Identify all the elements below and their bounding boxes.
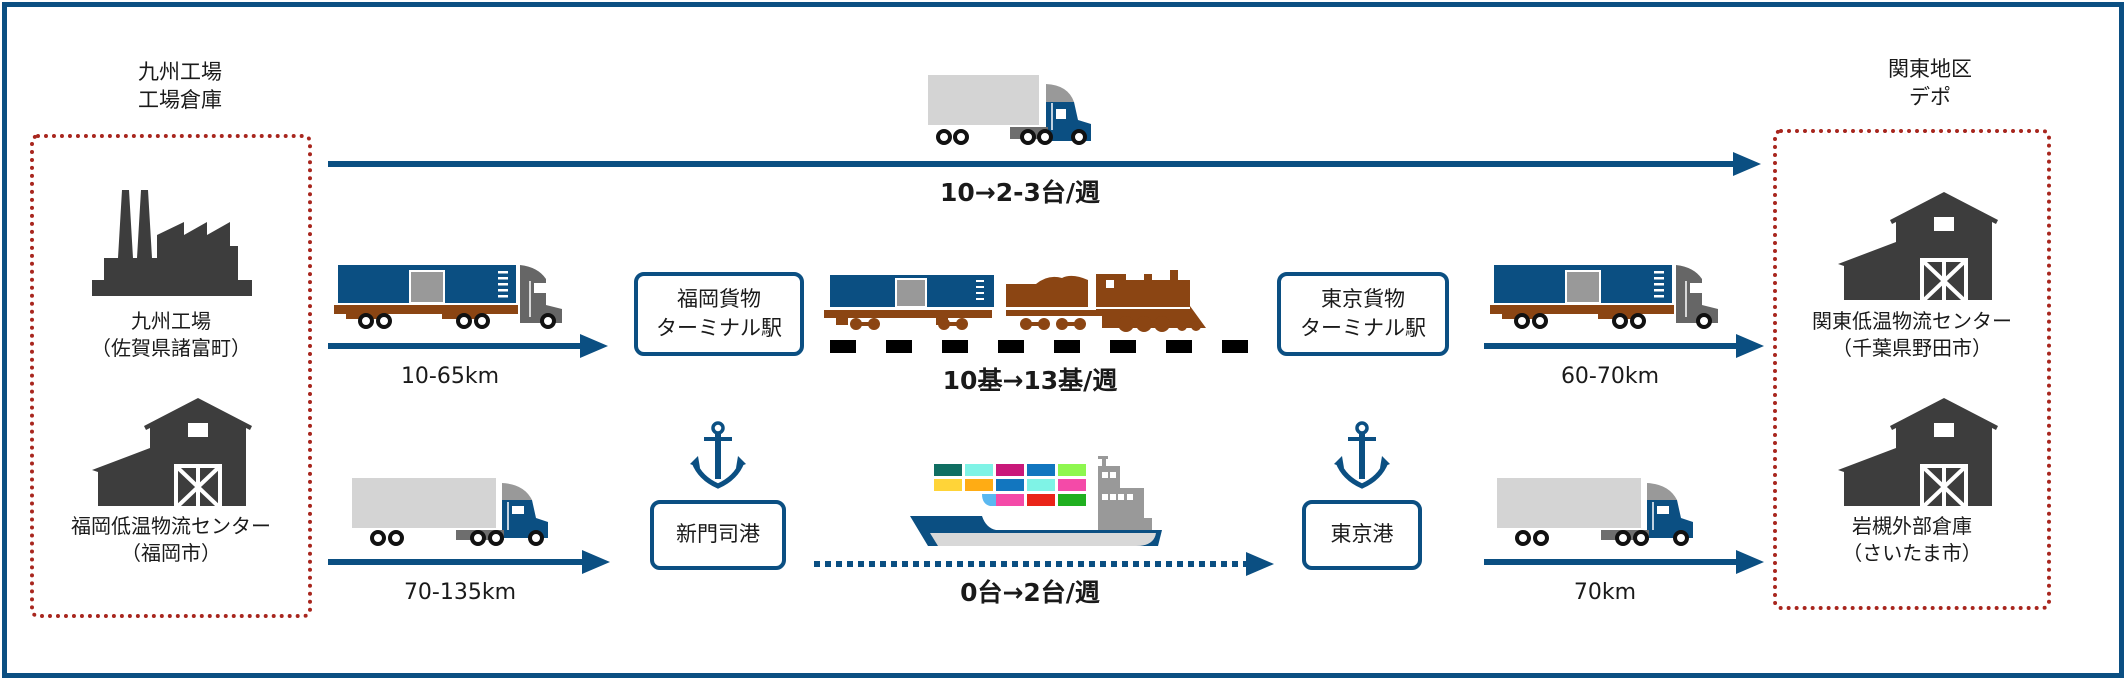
route-rail-rate: 10基→13基/週 [942,366,1118,395]
ship-containers [934,464,1086,506]
warehouse-icon [1838,192,1998,302]
ship-container [996,464,1024,476]
route-truck-direct-arrow [328,152,1761,176]
fukuoka-freight-terminal: 福岡貨物 ターミナル駅 [634,272,804,356]
truck-icon [928,75,1091,145]
origin-site-1-label: 九州工場 （佐賀県諸富町） [40,308,302,362]
ship-container [1058,479,1086,491]
route-rail-last-leg-arrow [1484,334,1764,358]
site-name: 福岡低温物流センター [71,514,271,538]
ship-container [934,479,962,491]
origin-group-title: 九州工場 工場倉庫 [90,58,270,115]
ship-container [965,464,993,476]
factory-icon [92,190,252,296]
ship-container [1058,464,1086,476]
ship-container [934,464,962,476]
origin-group-box [30,134,312,618]
anchor-icon [690,421,746,489]
terminal-name-line2: ターミナル駅 [1300,316,1426,340]
ship-container [1027,494,1055,506]
shinmoji-port: 新門司港 [650,500,786,570]
route-sea-last-leg-arrow [1484,550,1764,574]
site-location: （福岡市） [121,541,221,565]
tokyo-port: 東京港 [1302,500,1422,570]
site-location: （千葉県野田市） [1832,336,1992,360]
destination-title-line1: 関東地区 [1888,57,1972,81]
destination-site-2-label: 岩槻外部倉庫 （さいたま市） [1780,513,2044,567]
route-sea-first-leg-arrow [328,550,610,574]
terminal-name-line1: 福岡貨物 [677,286,761,311]
truck-icon [352,478,548,546]
route-sea-dotted-arrow [814,552,1274,576]
tokyo-freight-terminal: 東京貨物 ターミナル駅 [1277,272,1449,356]
route-truck-direct-rate: 10→2-3台/週 [939,178,1101,207]
ship-container [996,479,1024,491]
anchor-icon [1334,421,1390,489]
terminal-name-line1: 東京貨物 [1321,286,1405,311]
destination-group-title: 関東地区 デポ [1855,55,2005,112]
ship-container [1058,494,1086,506]
port-name: 東京港 [1330,522,1394,547]
terminal-name-line2: ターミナル駅 [656,316,782,340]
route-rail-first-leg-distance: 10-65km [400,364,500,389]
port-name: 新門司港 [676,522,760,547]
ship-container [965,479,993,491]
destination-title-line2: デポ [1909,85,1951,110]
truck-icon [1497,478,1693,546]
warehouse-icon [1838,398,1998,508]
route-rail-last-leg-distance: 60-70km [1560,364,1660,389]
container-truck-icon [334,265,562,329]
freight-train-icon [824,270,1248,353]
ship-window [982,494,996,506]
route-sea-rate: 0台→2台/週 [960,578,1100,607]
site-location: （さいたま市） [1842,541,1982,565]
route-sea-first-leg-distance: 70-135km [403,580,517,605]
site-name: 関東低温物流センター [1812,309,2012,333]
container-truck-icon [1490,265,1718,329]
site-name: 岩槻外部倉庫 [1852,514,1972,538]
ship-container [996,494,1024,506]
origin-title-line2: 工場倉庫 [138,88,222,113]
container-ship-icon [910,456,1162,546]
destination-site-1-label: 関東低温物流センター （千葉県野田市） [1780,308,2044,362]
origin-title-line1: 九州工場 [138,60,222,84]
ship-container [1027,464,1055,476]
origin-site-2-label: 福岡低温物流センター （福岡市） [40,513,302,567]
destination-group-box [1773,129,2051,610]
route-sea-last-leg-distance: 70km [1573,580,1637,605]
ship-container [1027,479,1055,491]
route-rail-first-leg-arrow [328,334,608,358]
warehouse-icon [92,398,252,508]
site-location: （佐賀県諸富町） [91,336,251,360]
site-name: 九州工場 [131,309,211,333]
